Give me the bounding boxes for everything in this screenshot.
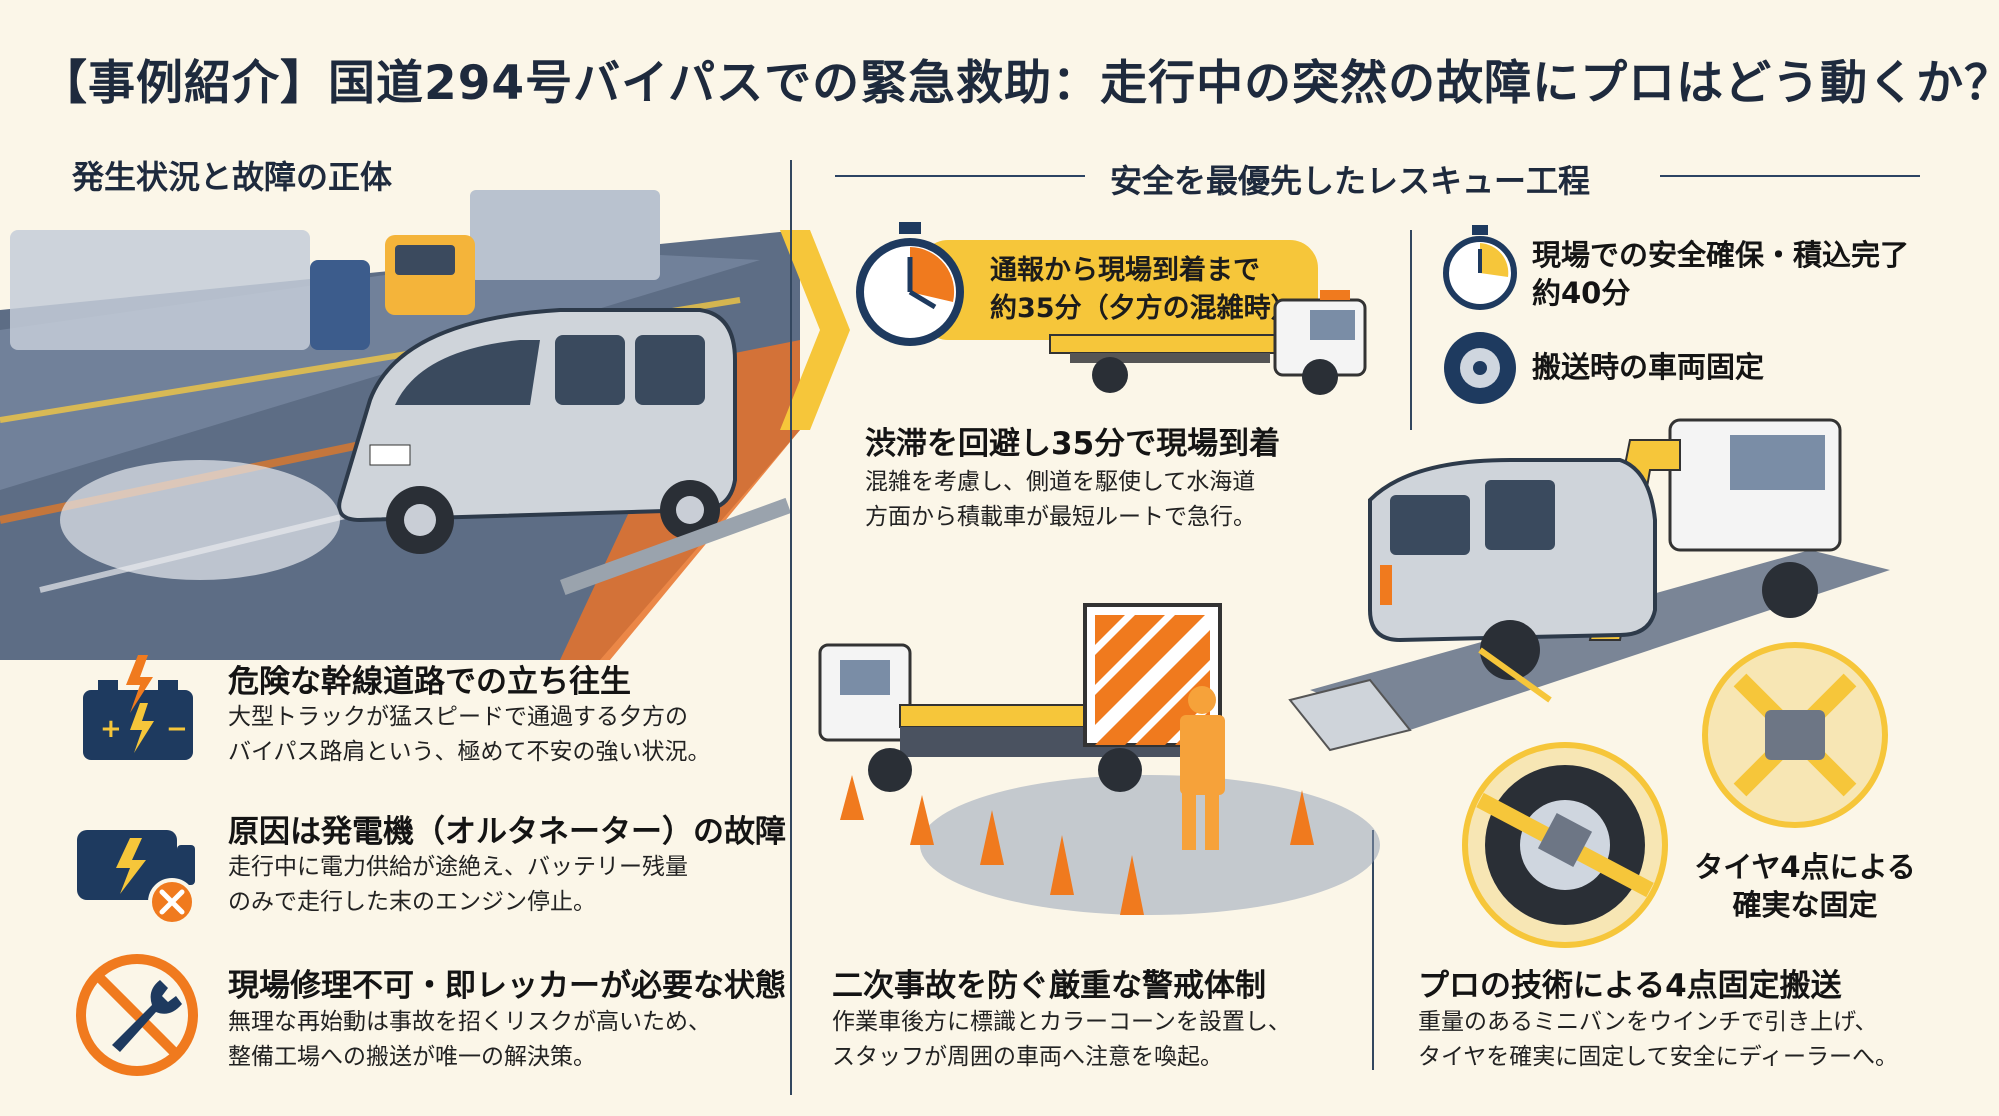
onsite-stat-line-2: 約40分 [1532, 276, 1631, 310]
heading-line-right [1660, 175, 1920, 177]
tire-label-line-1: タイヤ4点による [1694, 850, 1916, 884]
right-bottom-divider [1372, 830, 1374, 1070]
right-section-heading: 安全を最優先したレスキュー工程 [1110, 162, 1591, 200]
onsite-stat-line-1: 現場での安全確保・積込完了 [1532, 238, 1910, 272]
ratchet-closeup-illustration [1702, 642, 1888, 828]
heading-line-left [835, 175, 1085, 177]
arrival-badge-line-2: 約35分（夕方の混雑時） [990, 293, 1298, 324]
item-1-body-line-1: 大型トラックが猛スピードで通過する夕方の [228, 704, 688, 730]
tire-icon [1444, 332, 1516, 404]
tire-label: タイヤ4点による 確実な固定 [1690, 848, 1920, 924]
right-top-divider [1410, 230, 1412, 430]
flatbed-truck-illustration [1049, 290, 1367, 395]
onsite-stat: 現場での安全確保・積込完了 約40分 [1532, 236, 1909, 312]
no-repair-icon [76, 954, 198, 1076]
item-2-body-line-2: のみで走行した末のエンジン停止。 [228, 889, 596, 915]
step-1-body-line-1: 混雑を考慮し、側道を駆使して水海道 [865, 469, 1256, 495]
item-2-title: 原因は発電機（オルタネーター）の故障 [228, 814, 786, 850]
transport-stat: 搬送時の車両固定 [1532, 350, 1765, 384]
battery-icon: + − [83, 655, 193, 760]
step-3-body-line-1: 重量のあるミニバンをウインチで引き上げ、 [1418, 1009, 1878, 1035]
item-3-body-line-2: 整備工場への搬送が唯一の解決策。 [228, 1044, 596, 1070]
item-1-body-line-2: バイパス路肩という、極めて不安の強い状況。 [228, 739, 711, 765]
svg-text:−: − [166, 714, 188, 744]
svg-text:+: + [100, 714, 122, 744]
item-3-body-line-1: 無理な再始動は事故を招くリスクが高いため、 [228, 1009, 711, 1035]
clock-icon [1443, 225, 1517, 310]
arrival-badge: 通報から現場到着まで 約35分（夕方の混雑時） [920, 240, 1318, 340]
chevron-arrow-icon [780, 230, 850, 430]
highway-illustration [0, 190, 800, 660]
stopwatch-icon [856, 222, 964, 346]
minivan-loading-illustration [1288, 418, 1890, 752]
work-zone-illustration [818, 603, 1380, 915]
left-section-heading: 発生状況と故障の正体 [72, 158, 393, 196]
step-2-title: 二次事故を防ぐ厳重な警戒体制 [832, 968, 1266, 1004]
item-2-body-line-1: 走行中に電力供給が途絶え、バッテリー残量 [228, 854, 688, 880]
tire-label-line-2: 確実な固定 [1732, 888, 1878, 922]
tire-strap-closeup-illustration [1462, 742, 1668, 948]
step-2-body-line-2: スタッフが周囲の車両へ注意を喚起。 [832, 1044, 1223, 1070]
section-divider [790, 160, 792, 1095]
step-3-body-line-2: タイヤを確実に固定して安全にディーラーへ。 [1418, 1044, 1899, 1070]
arrival-badge-line-1: 通報から現場到着まで [990, 255, 1260, 286]
step-2-body-line-1: 作業車後方に標識とカラーコーンを設置し、 [832, 1009, 1291, 1035]
item-1-title: 危険な幹線道路での立ち往生 [228, 664, 631, 700]
step-3-title: プロの技術による4点固定搬送 [1418, 968, 1842, 1004]
step-1-title: 渋滞を回避し35分で現場到着 [865, 426, 1281, 462]
step-1-body-line-2: 方面から積載車が最短ルートで急行。 [865, 504, 1256, 530]
page-title: 【事例紹介】国道294号バイパスでの緊急救助：走行中の突然の故障にプロはどう動く… [40, 56, 1999, 111]
alternator-error-icon [77, 830, 196, 926]
item-3-title: 現場修理不可・即レッカーが必要な状態 [228, 968, 786, 1004]
